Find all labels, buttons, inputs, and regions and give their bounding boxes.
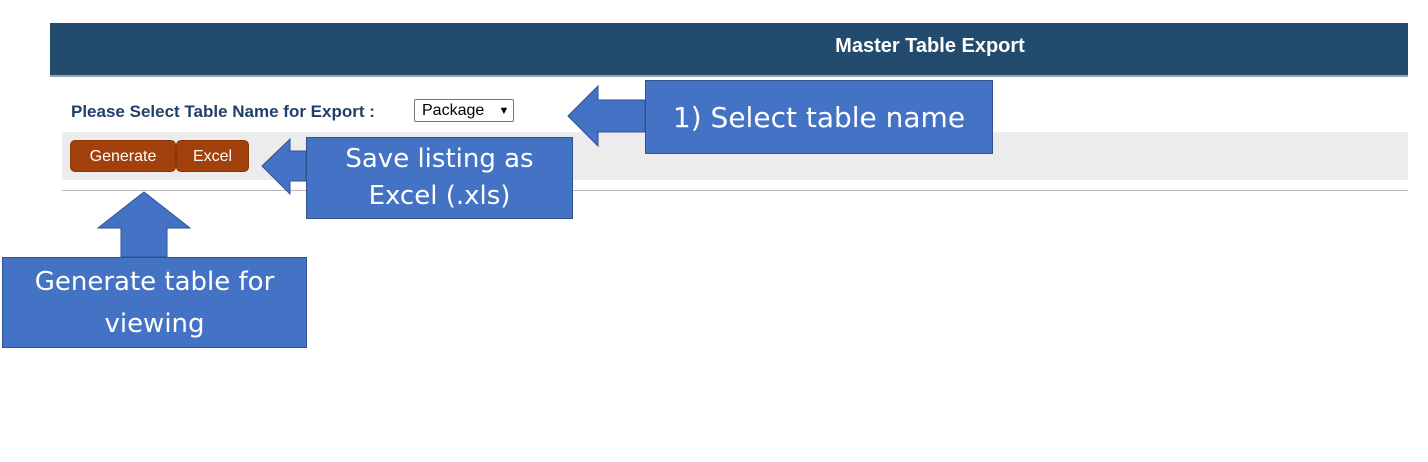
- dropdown-arrow-icon: ▼: [498, 104, 510, 117]
- generate-button[interactable]: Generate: [70, 140, 176, 172]
- header-bar: [50, 23, 1408, 75]
- save-excel-callout-line2: Excel (.xls): [368, 181, 511, 211]
- generate-callout-arrow-icon: [96, 191, 192, 258]
- select-table-callout: 1) Select table name: [645, 80, 993, 154]
- page-title: Master Table Export: [835, 35, 1025, 57]
- excel-button[interactable]: Excel: [176, 140, 249, 172]
- generate-callout-line2: viewing: [104, 308, 205, 339]
- content-divider: [62, 190, 1408, 191]
- table-select-value: Package: [422, 101, 485, 119]
- header-divider: [50, 75, 1408, 77]
- generate-callout: Generate table for viewing: [2, 257, 307, 348]
- table-select-label: Please Select Table Name for Export :: [71, 102, 375, 121]
- generate-callout-line1: Generate table for: [34, 266, 275, 297]
- save-excel-callout-line1: Save listing as: [345, 144, 534, 174]
- table-name-select[interactable]: Package ▼: [414, 99, 514, 122]
- save-excel-callout: Save listing as Excel (.xls): [306, 137, 573, 219]
